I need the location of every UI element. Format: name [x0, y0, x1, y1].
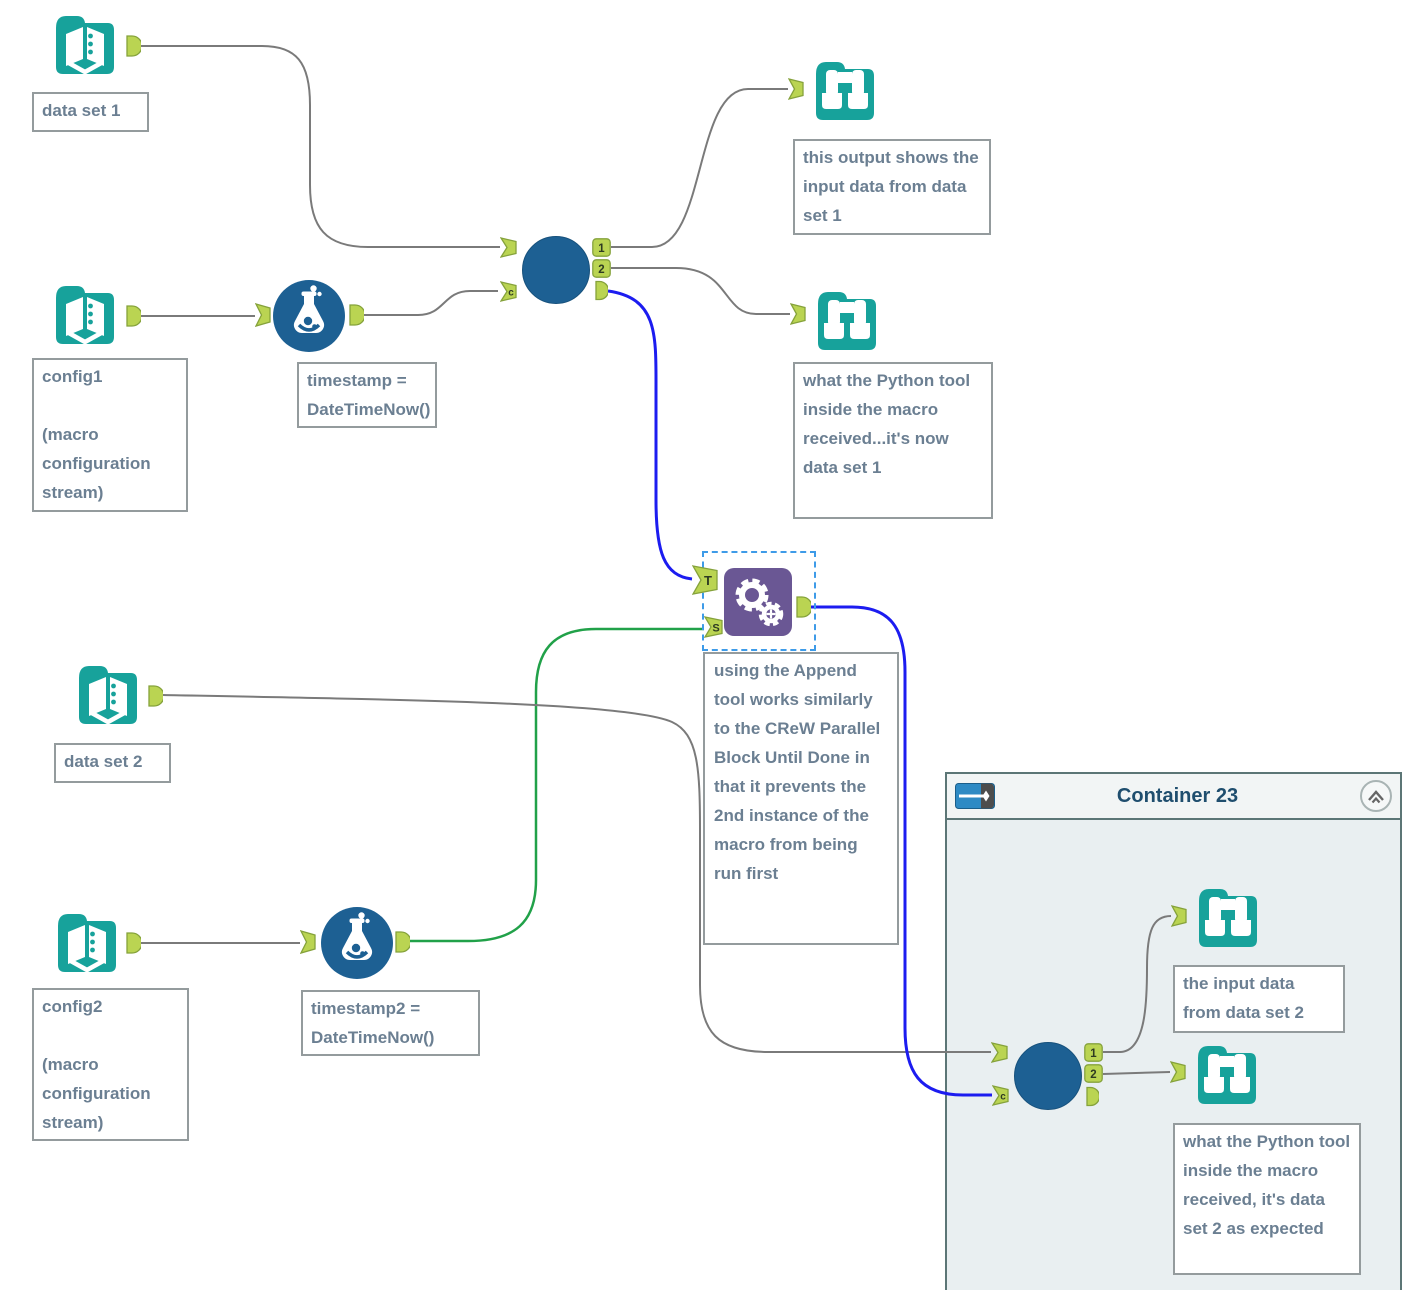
browse4-input-anchor[interactable]	[1169, 1061, 1186, 1088]
wire-formula2-to-append-s[interactable]	[410, 627, 704, 943]
macro-tool-1[interactable]	[522, 236, 590, 304]
browse2-input-anchor[interactable]	[789, 303, 806, 330]
formula2-input-anchor[interactable]	[299, 929, 316, 959]
wire-formula1-to-macro1-c[interactable]	[364, 290, 498, 316]
input-data-tool-config2[interactable]	[52, 908, 122, 978]
macro2-output3-anchor[interactable]	[1086, 1086, 1101, 1112]
svg-text:1: 1	[1090, 1048, 1097, 1060]
gears-icon	[724, 578, 792, 640]
input-data-tool-dataset2[interactable]	[73, 660, 143, 730]
config2-output-anchor[interactable]	[126, 931, 143, 960]
container-header[interactable]: Container 23	[947, 774, 1400, 820]
open-book-icon	[50, 16, 120, 84]
dataset1-label[interactable]: data set 1	[32, 92, 149, 132]
macro1-input1-anchor[interactable]	[499, 237, 517, 263]
container-title: Container 23	[1116, 784, 1239, 807]
wire-macro2-out1-to-browse3[interactable]	[1103, 915, 1172, 1053]
browse2-comment[interactable]: what the Python tool inside the macro re…	[793, 362, 993, 519]
browse1-input-anchor[interactable]	[787, 78, 804, 105]
macro1-output3-anchor[interactable]	[595, 280, 610, 306]
append-output-anchor[interactable]	[796, 595, 813, 624]
wire-dataset1-to-macro1[interactable]	[141, 45, 500, 248]
flask-icon	[273, 285, 345, 356]
macro2-input1-anchor[interactable]	[990, 1042, 1008, 1068]
macro2-input-c-anchor[interactable]: c	[991, 1085, 1009, 1111]
macro1-output1-anchor[interactable]: 1	[592, 238, 611, 262]
collapse-chevron-icon	[1365, 787, 1387, 805]
append-input-t-anchor[interactable]: T	[691, 565, 718, 600]
binoculars-icon	[1192, 1046, 1262, 1114]
formula1-output-anchor[interactable]	[349, 303, 366, 332]
macro2-output2-anchor[interactable]: 2	[1084, 1064, 1103, 1088]
wire-macro2-out2-to-browse4[interactable]	[1102, 1071, 1171, 1075]
browse-tool-4[interactable]	[1192, 1040, 1262, 1110]
wire-macro1-out3-to-append-t[interactable]	[607, 289, 693, 581]
dataset1-output-anchor[interactable]	[126, 34, 143, 63]
browse4-comment[interactable]: what the Python tool inside the macro re…	[1173, 1123, 1361, 1275]
svg-text:S: S	[712, 623, 719, 635]
browse3-comment[interactable]: the input data from data set 2	[1173, 965, 1345, 1033]
browse-tool-1[interactable]	[810, 56, 880, 126]
formula2-output-anchor[interactable]	[395, 930, 412, 959]
collapse-container-button[interactable]	[1360, 780, 1392, 812]
append-tool-selection-box	[702, 551, 816, 651]
formula-tool-timestamp2[interactable]	[321, 907, 393, 979]
dataset2-label[interactable]: data set 2	[54, 743, 171, 783]
formula1-input-anchor[interactable]	[254, 302, 271, 332]
dataset2-output-anchor[interactable]	[148, 684, 165, 713]
browse1-comment[interactable]: this output shows the input data from da…	[793, 139, 991, 235]
binoculars-icon	[810, 62, 880, 130]
macro2-output1-anchor[interactable]: 1	[1084, 1043, 1103, 1067]
config1-label[interactable]: config1 (macro configuration stream)	[32, 358, 188, 512]
browse3-input-anchor[interactable]	[1170, 905, 1187, 932]
binoculars-icon	[812, 292, 882, 360]
append-fields-tool[interactable]	[724, 568, 792, 636]
wire-macro1-out2-to-browse2[interactable]	[611, 267, 790, 315]
flask-icon	[321, 912, 393, 983]
input-data-tool-dataset1[interactable]	[50, 10, 120, 80]
input-data-tool-config1[interactable]	[50, 280, 120, 350]
svg-text:c: c	[508, 288, 514, 299]
svg-text:1: 1	[598, 243, 605, 255]
macro-tool-2[interactable]	[1014, 1042, 1082, 1110]
open-book-icon	[52, 914, 122, 982]
binoculars-icon	[1193, 889, 1263, 957]
svg-text:2: 2	[1090, 1069, 1096, 1081]
wire-append-to-macro2-c[interactable]	[811, 605, 992, 1097]
svg-text:2: 2	[598, 264, 604, 276]
macro1-output2-anchor[interactable]: 2	[592, 259, 611, 283]
macro1-input-c-anchor[interactable]: c	[499, 281, 517, 307]
append-input-s-anchor[interactable]: S	[703, 616, 723, 643]
svg-text:T: T	[704, 573, 712, 588]
config2-label[interactable]: config2 (macro configuration stream)	[32, 988, 189, 1141]
open-book-icon	[50, 286, 120, 354]
open-book-icon	[73, 666, 143, 734]
formula-tool-timestamp1[interactable]	[273, 280, 345, 352]
formula2-label[interactable]: timestamp2 = DateTimeNow()	[301, 990, 480, 1056]
config1-output-anchor[interactable]	[126, 304, 143, 333]
container-enable-toggle-icon[interactable]	[955, 783, 995, 809]
formula1-label[interactable]: timestamp = DateTimeNow()	[297, 362, 437, 428]
wire-dataset2-to-macro2[interactable]	[162, 694, 991, 1053]
svg-text:c: c	[1000, 1092, 1006, 1103]
wire-macro1-out1-to-browse1[interactable]	[611, 88, 788, 248]
browse-tool-3[interactable]	[1193, 883, 1263, 953]
append-comment[interactable]: using the Append tool works similarly to…	[703, 652, 899, 945]
browse-tool-2[interactable]	[812, 286, 882, 356]
